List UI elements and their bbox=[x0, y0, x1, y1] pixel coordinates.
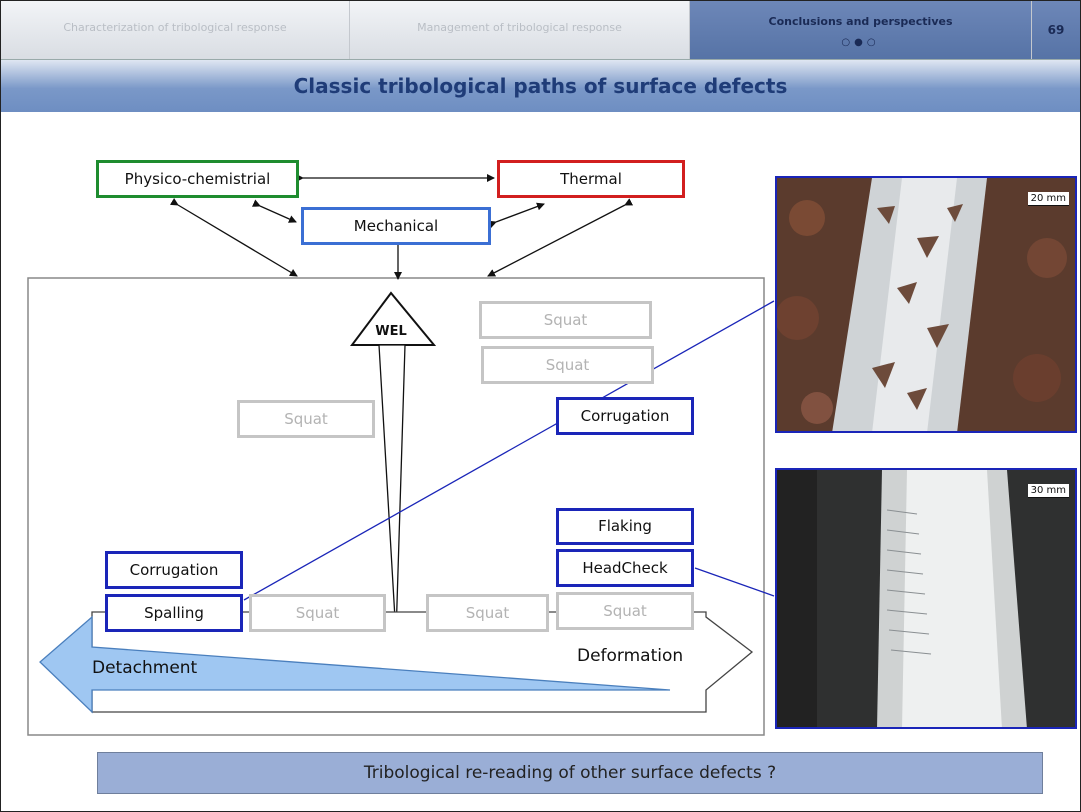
nav-tab-label: Conclusions and perspectives bbox=[768, 15, 953, 28]
corrugation-box-right: Corrugation bbox=[556, 397, 694, 435]
rail-photo-headcheck bbox=[777, 470, 1075, 727]
corrugation-box-left: Corrugation bbox=[105, 551, 243, 589]
slide-progress-dots: ○●○ bbox=[841, 37, 880, 48]
detachment-arrow bbox=[39, 615, 671, 714]
spalling-box: Spalling bbox=[105, 594, 243, 632]
arrow-mechanical-thermal bbox=[488, 202, 545, 229]
page-title: Classic tribological paths of surface de… bbox=[293, 74, 788, 98]
arrow-physico-mechanical bbox=[251, 199, 297, 223]
squat-box: Squat bbox=[237, 400, 375, 438]
top-navigation: Characterization of tribological respons… bbox=[1, 1, 1080, 60]
arrow-physico-container bbox=[169, 197, 298, 277]
headcheck-box: HeadCheck bbox=[556, 549, 694, 587]
physico-chemical-box: Physico-chemistrial bbox=[96, 160, 299, 198]
squat-box: Squat bbox=[426, 594, 549, 632]
nav-tab-label: Characterization of tribological respons… bbox=[63, 21, 287, 34]
title-bar: Classic tribological paths of surface de… bbox=[1, 60, 1080, 112]
squat-box: Squat bbox=[479, 301, 652, 339]
scale-label-bottom: 30 mm bbox=[1027, 484, 1069, 498]
squat-box: Squat bbox=[249, 594, 386, 632]
wel-wedge bbox=[378, 344, 406, 637]
page-number: 69 bbox=[1032, 1, 1080, 59]
nav-tab-management[interactable]: Management of tribological response bbox=[350, 1, 690, 59]
nav-tab-characterization[interactable]: Characterization of tribological respons… bbox=[1, 1, 350, 59]
photo-headcheck-rail: 30 mm bbox=[775, 468, 1077, 729]
rail-photo-spalling bbox=[777, 178, 1075, 431]
footer-question: Tribological re-reading of other surface… bbox=[97, 752, 1043, 794]
photo-spalling-rail: 20 mm bbox=[775, 176, 1077, 433]
squat-box: Squat bbox=[481, 346, 654, 384]
mechanical-box: Mechanical bbox=[301, 207, 491, 245]
detachment-label: Detachment bbox=[92, 658, 198, 678]
deformation-label: Deformation bbox=[577, 646, 684, 666]
scale-label-top: 20 mm bbox=[1027, 192, 1069, 206]
thermal-box: Thermal bbox=[497, 160, 685, 198]
link-headcheck-photo bbox=[694, 567, 775, 597]
nav-tab-conclusions[interactable]: Conclusions and perspectives ○●○ bbox=[690, 1, 1032, 59]
wel-label: WEL bbox=[375, 324, 407, 339]
arrow-thermal-container bbox=[487, 198, 634, 277]
link-spalling-photo bbox=[243, 300, 775, 601]
squat-box: Squat bbox=[556, 592, 694, 630]
flaking-box: Flaking bbox=[556, 508, 694, 545]
nav-tab-label: Management of tribological response bbox=[417, 21, 622, 34]
